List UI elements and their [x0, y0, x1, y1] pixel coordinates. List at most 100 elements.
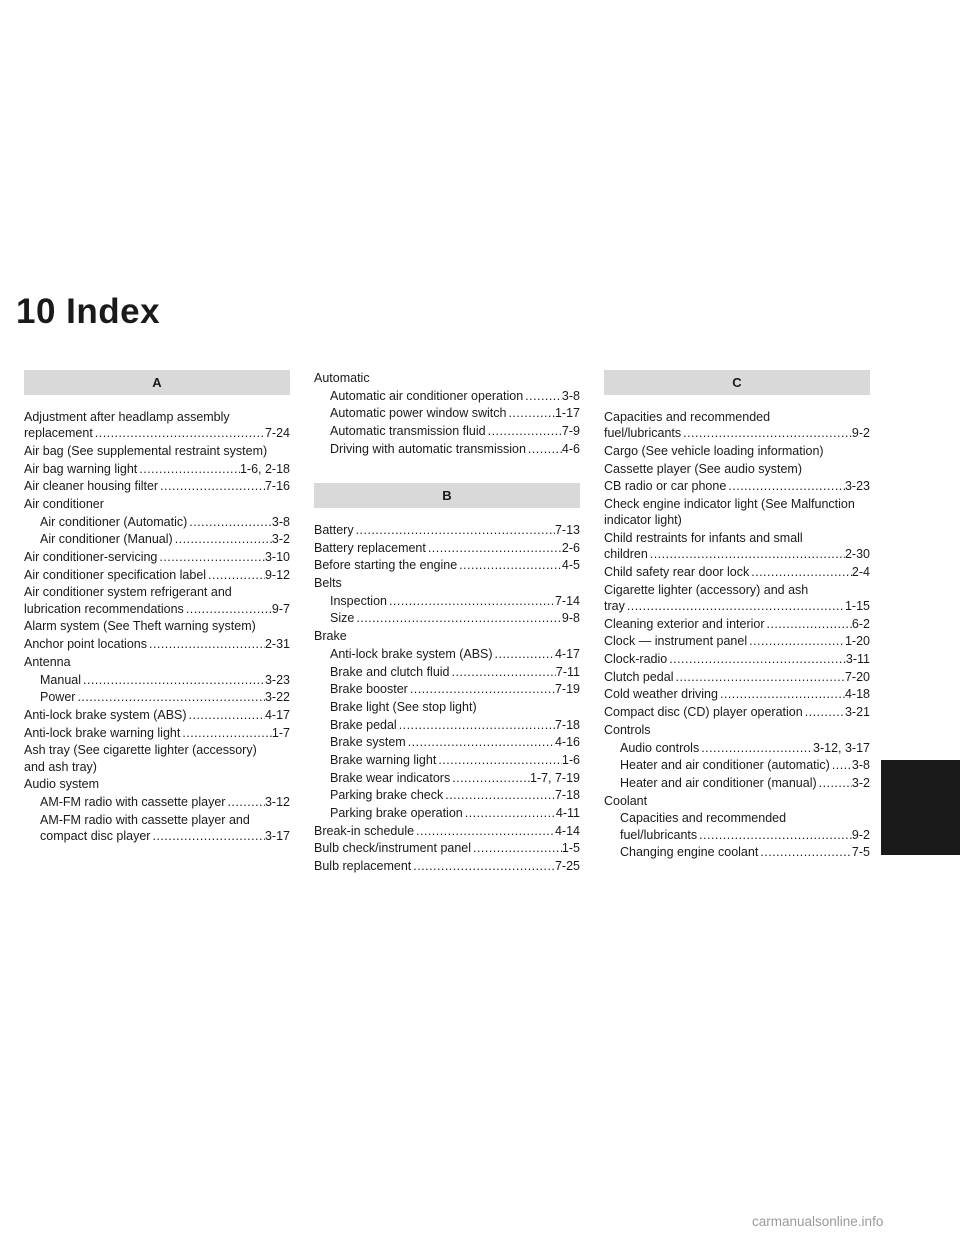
entry-line: Size9-8: [330, 610, 580, 626]
index-subentry: Air conditioner (Manual)3-2: [24, 531, 290, 547]
entry-line: Cleaning exterior and interior6-2: [604, 616, 870, 632]
entry-line: Air cleaner housing filter7-16: [24, 478, 290, 494]
entry-line: Brake: [314, 628, 580, 644]
page-reference: 7-14: [554, 593, 580, 608]
dot-leader: [526, 441, 562, 457]
dot-leader: [354, 522, 555, 538]
page-reference: 4-14: [554, 823, 580, 838]
entry-text: Capacities and recommended: [604, 410, 771, 424]
index-entry: Air conditioner: [24, 496, 290, 512]
entry-text: Parking brake operation: [330, 806, 463, 821]
section-header: B: [314, 483, 580, 509]
index-entry: Break-in schedule4-14: [314, 823, 580, 839]
page-reference: 1-20: [844, 634, 870, 649]
entry-line: Battery7-13: [314, 522, 580, 538]
index-entry: Anti-lock brake system (ABS)4-17: [24, 707, 290, 723]
entry-line: Antenna: [24, 654, 290, 670]
index-entry: Clock — instrument panel1-20: [604, 633, 870, 649]
entry-line: Automatic power window switch1-17: [330, 405, 580, 421]
page-title: 10 Index: [16, 292, 161, 331]
dot-leader: [180, 725, 272, 741]
entry-text: Heater and air conditioner (manual): [620, 775, 817, 790]
index-subentry: Brake and clutch fluid7-11: [314, 664, 580, 680]
entry-text: Ash tray (See cigarette lighter (accesso…: [24, 743, 257, 758]
index-subentry: Audio controls3-12, 3-17: [604, 740, 870, 756]
entry-line: fuel/lubricants 9-2: [604, 425, 870, 441]
entry-text: fuel/lubricants: [604, 426, 682, 441]
entry-line: Parking brake operation 4-11: [330, 805, 580, 821]
entry-line: Break-in schedule4-14: [314, 823, 580, 839]
dot-leader: [387, 593, 555, 609]
entry-text: Air bag warning light: [24, 461, 138, 476]
page-reference: 3-2: [271, 532, 290, 547]
dot-leader: [93, 425, 265, 441]
page-reference: 7-16: [264, 479, 290, 494]
index-subentry: Brake warning light1-6: [314, 752, 580, 768]
dot-leader: [184, 601, 272, 617]
index-subentry: AM-FM radio with cassette player3-12: [24, 794, 290, 810]
dot-leader: [697, 827, 852, 843]
entry-line: Belts: [314, 575, 580, 591]
index-subentry: Brake booster 7-19: [314, 681, 580, 697]
entry-line: Air bag warning light1-6, 2-18: [24, 461, 290, 477]
entry-text: Size: [330, 611, 355, 626]
index-entry: Clock-radio3-11: [604, 651, 870, 667]
index-subentry: Automatic transmission fluid 7-9: [314, 423, 580, 439]
dot-leader: [506, 405, 555, 421]
entry-text: Brake booster: [330, 682, 408, 697]
page-reference: 4-18: [844, 687, 870, 702]
entry-text: Brake wear indicators: [330, 770, 451, 785]
page-reference: 9-2: [851, 426, 870, 441]
entry-line: Air bag (See supplemental restraint syst…: [24, 443, 290, 459]
page-reference: 7-19: [554, 682, 580, 697]
index-entry: Bulb check/instrument panel1-5: [314, 840, 580, 856]
page-reference: 9-2: [851, 827, 870, 842]
entry-text: Air bag (See supplemental restraint syst…: [24, 443, 268, 458]
dot-leader: [830, 757, 852, 773]
entry-line: Automatic transmission fluid 7-9: [330, 423, 580, 439]
page-reference: 7-20: [844, 669, 870, 684]
entry-line: Anchor point locations2-31: [24, 636, 290, 652]
entry-text: Child restraints for infants and small: [604, 531, 803, 546]
page-reference: 7-18: [554, 788, 580, 803]
entry-text: AM-FM radio with cassette player: [40, 794, 226, 809]
index-entry: Air conditioner-servicing3-10: [24, 549, 290, 565]
dot-leader: [817, 775, 852, 791]
dot-leader: [150, 828, 265, 844]
dot-leader: [726, 478, 845, 494]
dot-leader: [354, 610, 562, 626]
index-entry: Battery replacement2-6: [314, 540, 580, 556]
dot-leader: [648, 546, 845, 562]
entry-text: Compact disc (CD) player operation: [604, 705, 803, 720]
entry-text: Audio controls: [620, 740, 700, 755]
index-entry: Clutch pedal7-20: [604, 669, 870, 685]
dot-leader: [75, 689, 265, 705]
entry-line: Bulb replacement7-25: [314, 858, 580, 874]
entry-text: Anchor point locations: [24, 637, 147, 652]
dot-leader: [158, 478, 265, 494]
entry-text: Power: [40, 690, 76, 705]
dot-leader: [397, 717, 555, 733]
dot-leader: [450, 664, 556, 680]
dot-leader: [225, 794, 264, 810]
page-reference: 9-7: [271, 601, 290, 616]
page-reference: 7-18: [554, 717, 580, 732]
entry-text: Heater and air conditioner (automatic): [620, 758, 830, 773]
page-reference: 7-13: [554, 523, 580, 538]
dot-leader: [667, 651, 846, 667]
page-reference: 7-9: [561, 424, 580, 439]
entry-line: Manual3-23: [40, 672, 290, 688]
index-entry: Air bag (See supplemental restraint syst…: [24, 443, 290, 459]
entry-text: Automatic transmission fluid: [330, 424, 486, 439]
index-entry: Brake: [314, 628, 580, 644]
index-entry: Automatic: [314, 370, 580, 386]
index-subentry: Air conditioner (Automatic)3-8: [24, 514, 290, 530]
dot-leader: [674, 669, 845, 685]
page-reference: 4-11: [555, 806, 580, 821]
dot-leader: [749, 564, 852, 580]
entry-line: Brake system4-16: [330, 734, 580, 750]
dot-leader: [450, 770, 530, 786]
entry-text: Before starting the engine: [314, 558, 458, 573]
